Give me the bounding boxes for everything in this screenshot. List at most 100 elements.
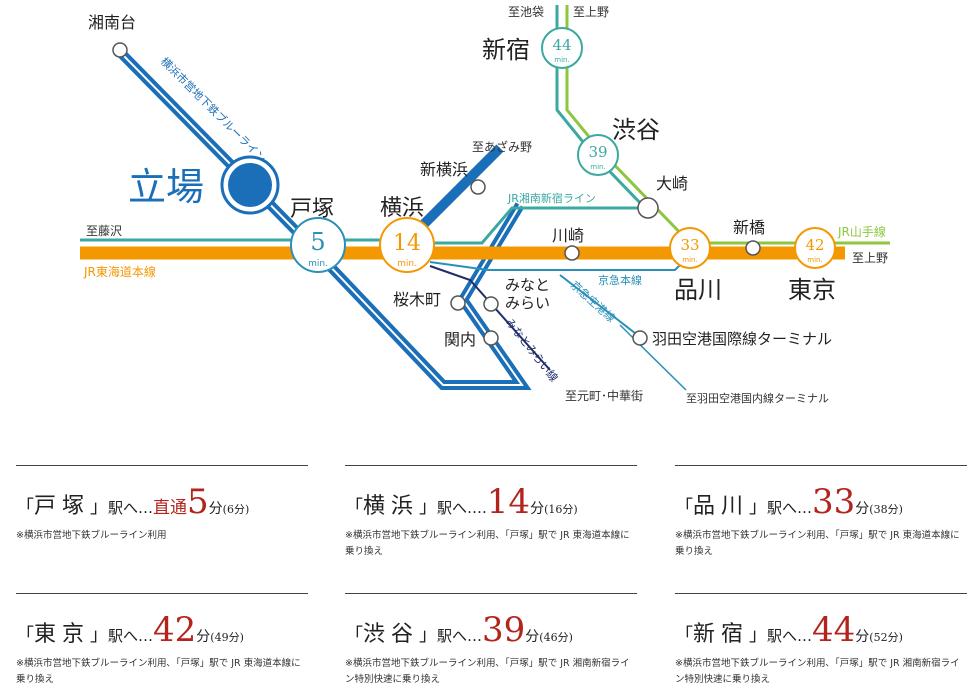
card-note: ※横浜市営地下鉄ブルーライン利用､「戸塚」駅で JR 東海道本線に乗り換え <box>16 658 301 685</box>
label-kannai: 関内 <box>444 330 476 349</box>
label-haneda-intl: 羽田空港国際線ターミナル <box>652 330 832 348</box>
svg-text:14: 14 <box>393 231 421 256</box>
dir-haneda-dom: 至羽田空港国内線ターミナル <box>686 391 829 405</box>
haneda-dot <box>632 330 648 346</box>
card-divider <box>345 465 637 466</box>
badge-totsuka: 5 min. <box>290 217 346 273</box>
label-minatomirai-2: みらい <box>505 294 550 312</box>
dir-ikebukuro: 至池袋 <box>508 5 544 19</box>
bracket-close: 」 <box>419 625 438 646</box>
alt-minutes: (46分) <box>539 631 573 644</box>
label-shonandai: 湘南台 <box>88 13 136 32</box>
minutes-unit: 分 <box>855 501 870 517</box>
minutes-unit: 分 <box>530 501 545 517</box>
osaki-dot <box>637 197 659 219</box>
sakuragicho-dot <box>450 295 466 311</box>
line-label-shonan-shinjuku: JR湘南新宿ライン <box>507 191 596 205</box>
card-heading: 「渋谷」駅へ…39分(46分) <box>345 610 637 650</box>
badge-yokohama: 14 min. <box>379 217 435 273</box>
alt-minutes: (16分) <box>544 503 578 516</box>
shonandai-dot <box>112 42 128 58</box>
direct-label: 直通 <box>153 498 188 518</box>
card-divider <box>16 593 308 594</box>
card-totsuka: 「戸塚」駅へ…直通5分(6分) ※横浜市営地下鉄ブルーライン利用 <box>16 465 308 544</box>
line-label-tokaido: JR東海道本線 <box>83 264 156 279</box>
bracket-close: 」 <box>90 497 109 518</box>
label-shinjuku: 新宿 <box>482 36 530 64</box>
label-tateba: 立場 <box>128 165 204 209</box>
svg-text:min.: min. <box>590 163 605 171</box>
card-note: ※横浜市営地下鉄ブルーライン利用 <box>16 530 167 541</box>
keikyu-airport-extension <box>619 324 687 391</box>
label-totsuka: 戸塚 <box>290 197 334 222</box>
station-suffix: 駅へ…. <box>437 499 487 517</box>
station-name: 東京 <box>34 622 91 647</box>
travel-minutes: 33 <box>812 482 856 522</box>
dir-fujisawa: 至藤沢 <box>86 224 122 238</box>
label-shinyokohama: 新横浜 <box>420 160 468 179</box>
card-shinagawa: 「品川」駅へ…33分(38分) ※横浜市営地下鉄ブルーライン利用､「戸塚」駅で … <box>675 465 967 560</box>
bracket-open: 「 <box>345 625 363 646</box>
card-note: ※横浜市営地下鉄ブルーライン利用､「戸塚」駅で JR 東海道本線に乗り換え <box>675 530 960 557</box>
line-label-yamanote: JR山手線 <box>837 224 886 239</box>
card-shibuya: 「渋谷」駅へ…39分(46分) ※横浜市営地下鉄ブルーライン利用､「戸塚」駅で … <box>345 593 637 688</box>
station-suffix: 駅へ… <box>108 627 154 645</box>
minutes-unit: 分 <box>208 501 223 517</box>
bracket-close: 」 <box>90 625 109 646</box>
route-map: 5 min. 14 min. 39 min. 44 min. 33 min. 4… <box>80 5 890 405</box>
card-heading: 「品川」駅へ…33分(38分) <box>675 482 967 522</box>
minutes-unit: 分 <box>525 629 540 645</box>
bracket-close: 」 <box>749 497 768 518</box>
label-shinbashi: 新橋 <box>733 218 765 237</box>
card-yokohama: 「横浜」駅へ….14分(16分) ※横浜市営地下鉄ブルーライン利用､「戸塚」駅で… <box>345 465 637 560</box>
svg-text:min.: min. <box>397 259 417 269</box>
bracket-close: 」 <box>419 497 438 518</box>
label-yokohama: 横浜 <box>380 196 424 221</box>
minatomirai-line-route <box>429 265 551 371</box>
station-suffix: 駅へ… <box>767 499 813 517</box>
travel-time-cards: 「戸塚」駅へ…直通5分(6分) ※横浜市営地下鉄ブルーライン利用 「横浜」駅へ…… <box>0 460 980 694</box>
card-heading: 「新宿」駅へ…44分(52分) <box>675 610 967 650</box>
svg-text:min.: min. <box>807 256 822 264</box>
label-sakuragicho: 桜木町 <box>393 290 441 309</box>
minatomirai-dot <box>483 296 499 312</box>
travel-minutes: 5 <box>187 482 209 522</box>
station-name: 横浜 <box>363 494 420 519</box>
badge-shibuya: 39 min. <box>577 134 619 176</box>
dir-ueno-right: 至上野 <box>852 251 888 265</box>
station-suffix: 駅へ… <box>108 499 154 517</box>
alt-minutes: (6分) <box>222 503 250 516</box>
alt-minutes: (52分) <box>869 631 903 644</box>
svg-text:33: 33 <box>680 236 699 254</box>
station-name: 渋谷 <box>363 622 420 647</box>
badge-shinagawa: 33 min. <box>669 227 711 269</box>
dir-azamino: 至あざみ野 <box>472 139 532 154</box>
kawasaki-dot <box>564 245 580 261</box>
card-divider <box>16 465 308 466</box>
label-shibuya: 渋谷 <box>612 116 660 144</box>
svg-text:min.: min. <box>308 259 328 269</box>
card-note: ※横浜市営地下鉄ブルーライン利用､「戸塚」駅で JR 東海道本線に乗り換え <box>345 530 630 557</box>
badge-tokyo: 42 min. <box>794 227 836 269</box>
label-osaki: 大崎 <box>656 174 688 193</box>
svg-text:42: 42 <box>805 236 824 254</box>
label-minatomirai-1: みなと <box>505 276 550 294</box>
bracket-open: 「 <box>16 625 34 646</box>
bracket-open: 「 <box>345 497 363 518</box>
minutes-unit: 分 <box>196 629 211 645</box>
label-tokyo: 東京 <box>788 276 836 304</box>
station-suffix: 駅へ… <box>767 627 813 645</box>
shinyokohama-dot <box>470 179 486 195</box>
kannai-dot <box>483 330 499 346</box>
card-heading: 「戸塚」駅へ…直通5分(6分) <box>16 482 308 522</box>
dir-motomachi: 至元町･中華街 <box>565 388 643 403</box>
card-tokyo: 「東京」駅へ…42分(49分) ※横浜市営地下鉄ブルーライン利用､「戸塚」駅で … <box>16 593 308 688</box>
alt-minutes: (49分) <box>210 631 244 644</box>
bracket-open: 「 <box>675 625 693 646</box>
keikyu-airport-line <box>559 274 641 338</box>
card-divider <box>345 593 637 594</box>
card-divider <box>675 593 967 594</box>
alt-minutes: (38分) <box>869 503 903 516</box>
station-name: 新宿 <box>693 622 750 647</box>
travel-minutes: 14 <box>486 482 531 522</box>
